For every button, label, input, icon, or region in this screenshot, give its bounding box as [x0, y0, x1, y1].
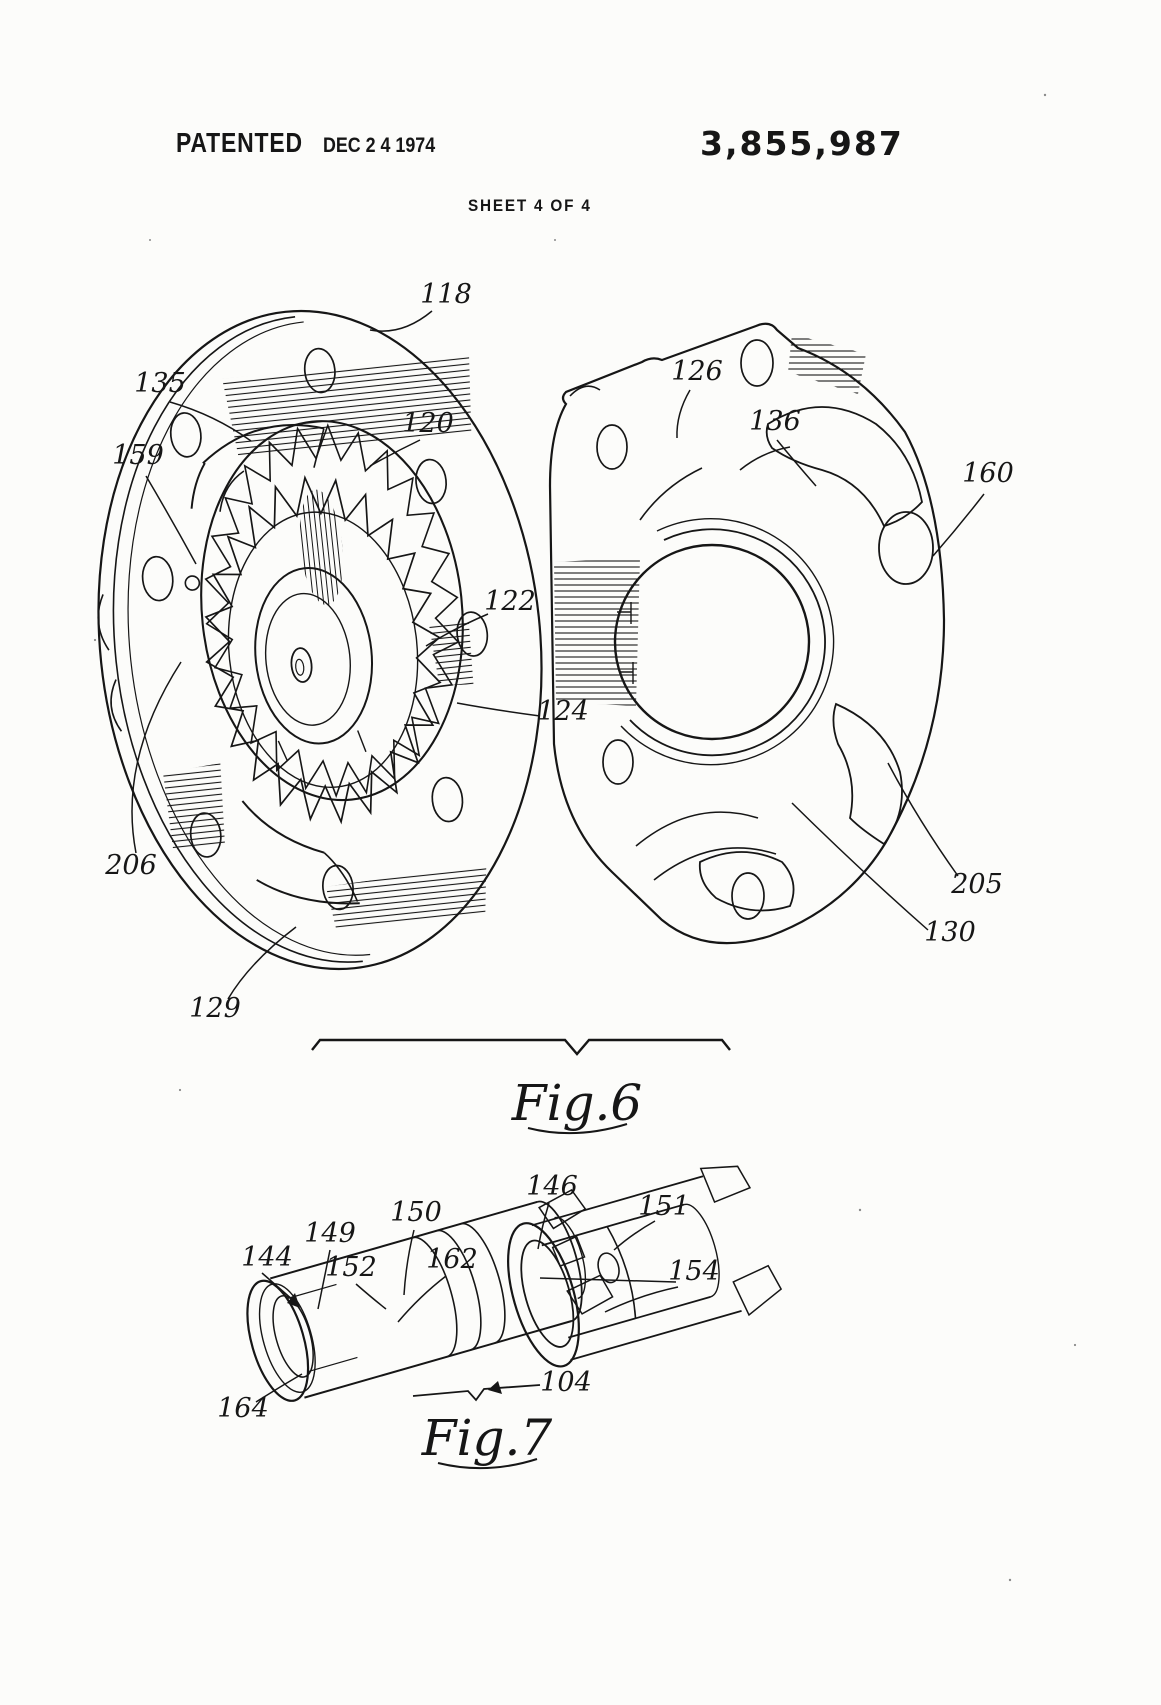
left-plate-edge-ring-2	[127, 321, 371, 956]
ref-label-150: 150	[390, 1197, 442, 1228]
ref-label-151: 151	[638, 1191, 690, 1222]
fig6-leader-lines	[131, 310, 985, 1000]
right-plate-holes	[596, 339, 774, 920]
kidney-cutout-bottom	[698, 851, 795, 912]
ref-label-124: 124	[537, 696, 589, 727]
central-opening	[613, 543, 811, 741]
ref-label-135: 135	[134, 368, 186, 399]
right-plate-cutouts	[698, 406, 934, 912]
fig6-reference-numerals: 118 135 159 120 126 136 160 122 124 206 …	[104, 279, 1014, 1024]
fig7-right-sleeve	[507, 1165, 783, 1368]
patent-header: PATENTED DEC 2 4 1974	[176, 127, 455, 159]
ref-label-118: 118	[420, 279, 472, 310]
fig7-bracket-arrowhead	[488, 1381, 502, 1394]
right-plate-web-details	[569, 385, 791, 881]
ring-gear	[200, 420, 464, 802]
center-bore	[290, 647, 313, 683]
sleeve-bore	[272, 1294, 314, 1378]
patented-label: PATENTED	[176, 127, 303, 158]
kidney-cutout-top	[765, 406, 923, 528]
pivot-hole-159	[184, 575, 201, 591]
ref-label-104: 104	[540, 1367, 592, 1398]
spur-gear	[204, 474, 442, 825]
ref-label-130: 130	[924, 917, 976, 948]
ref-label-160: 160	[962, 458, 1014, 489]
leader-arrowhead-144	[287, 1293, 300, 1308]
ref-label-149: 149	[304, 1218, 356, 1249]
ref-label-162: 162	[426, 1244, 478, 1275]
ref-label-122: 122	[484, 586, 536, 617]
fig6-caption-flourish	[527, 1123, 628, 1135]
ref-label-126: 126	[671, 356, 723, 387]
right-plate-hatching	[554, 334, 866, 706]
ref-label-144: 144	[241, 1242, 293, 1273]
coupling-boss	[597, 1252, 620, 1284]
fig7-reference-numerals: 144 149 152 150 162 146 151 154 164 104	[217, 1171, 720, 1424]
left-plate-lever-details	[184, 423, 360, 905]
coupling-front-ring	[507, 1222, 580, 1368]
fig7-caption: Fig.7	[421, 1409, 553, 1467]
ref-label-159: 159	[112, 440, 164, 471]
coupling-top-strap	[531, 1175, 704, 1247]
left-plate-outline	[97, 309, 543, 971]
ref-label-120: 120	[402, 408, 454, 439]
kidney-cutout-right	[832, 702, 903, 846]
fig7-caption-flourish	[437, 1458, 538, 1470]
sleeve-collars	[412, 1222, 506, 1358]
right-plate-outline	[548, 322, 946, 945]
fig7-bracket	[412, 1381, 541, 1402]
ref-label-154: 154	[668, 1256, 720, 1287]
round-hole-160	[878, 511, 934, 585]
ref-label-129: 129	[189, 993, 241, 1024]
left-plate-edge-ring	[112, 316, 363, 963]
ref-label-146: 146	[526, 1171, 578, 1202]
left-plate-edge-bumps	[97, 594, 123, 732]
fig6-left-plate	[97, 309, 543, 971]
scan-speckles	[93, 93, 1077, 1582]
left-plate-rim-holes	[141, 347, 489, 911]
fig7-leader-lines	[255, 1202, 679, 1403]
ref-label-152: 152	[325, 1252, 377, 1283]
gear-hub	[254, 567, 374, 745]
patent-number: 3,855,987	[700, 124, 904, 163]
ref-label-205: 205	[950, 869, 1003, 900]
ref-label-136: 136	[749, 406, 801, 437]
patent-date: DEC 2 4 1974	[322, 134, 435, 157]
spur-gear-teeth	[204, 474, 442, 825]
ref-label-164: 164	[217, 1393, 269, 1424]
sleeve-front-face	[246, 1279, 310, 1402]
sheet-info: SHEET 4 OF 4	[468, 196, 592, 215]
coupling-bottom-strap	[568, 1295, 742, 1361]
fig6-caption: Fig.6	[511, 1074, 642, 1132]
fig6-right-plate	[548, 322, 946, 945]
coupling-claws	[699, 1165, 783, 1317]
central-opening-rim	[617, 518, 835, 766]
ref-label-206: 206	[104, 850, 157, 881]
fig6-bracket	[311, 1038, 731, 1056]
